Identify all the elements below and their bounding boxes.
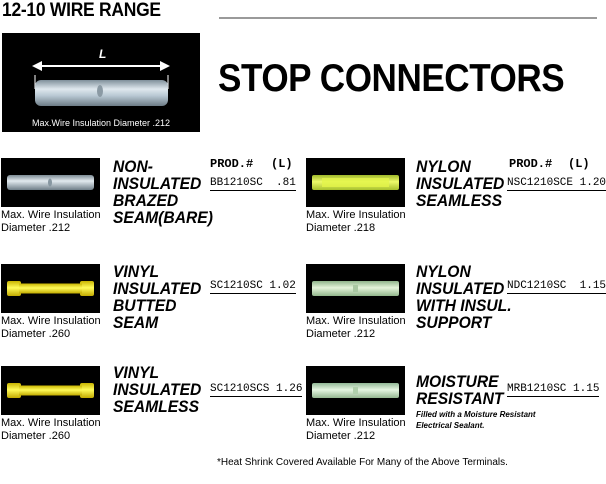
product-code: NDC1210SC 1.15 [507, 280, 606, 294]
nylon-connector-tube [312, 175, 399, 190]
product-image [306, 158, 405, 207]
hero-caption: Max.Wire Insulation Diameter .212 [31, 118, 171, 128]
arrow-left-icon [32, 61, 42, 71]
product-code: NSC1210SCE 1.20 [507, 177, 606, 191]
product-image [306, 366, 405, 415]
page-title: STOP CONNECTORS [218, 57, 565, 100]
product-image [306, 264, 405, 313]
clear-connector-tube [312, 281, 399, 296]
product-code: BB1210SC .81 [210, 177, 296, 191]
dimension-diagram [32, 61, 170, 106]
bare-connector-tube [7, 175, 94, 190]
product-code: SC1210SCS 1.26 [210, 383, 303, 397]
prod-number-header-right: PROD.# [509, 157, 553, 171]
vinyl-connector-tube [7, 383, 94, 398]
length-header-right: (L) [568, 157, 590, 171]
product-image [1, 158, 100, 207]
header-rule [219, 17, 597, 19]
clear-connector-tube [312, 383, 399, 398]
prod-number-header-left: PROD.# [210, 157, 254, 171]
dimension-label: L [99, 47, 107, 61]
hero-connector-image: L Max.Wire Insulation Diameter .212 [2, 33, 200, 132]
product-image [1, 366, 100, 415]
stop-dimple [97, 85, 103, 97]
product-code: MRB1210SC 1.15 [507, 383, 600, 397]
wire-range-title: 12-10 WIRE RANGE [2, 0, 161, 21]
arrow-right-icon [160, 61, 170, 71]
product-code: SC1210SC 1.02 [210, 280, 296, 294]
length-header-left: (L) [271, 157, 293, 171]
product-image [1, 264, 100, 313]
vinyl-connector-tube [7, 281, 94, 296]
footnote: *Heat Shrink Covered Available For Many … [217, 457, 508, 468]
